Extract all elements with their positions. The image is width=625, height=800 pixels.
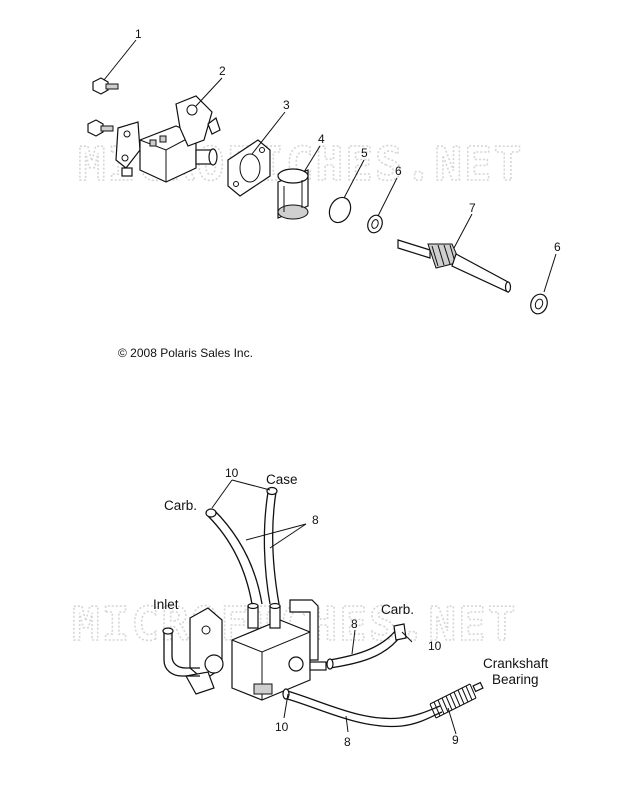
exploded-view-top: 1 2 3 4 5 6 7 6 © 2008 Polaris Sales Inc… xyxy=(87,27,561,360)
drive-shaft-part-7 xyxy=(397,239,512,293)
rotor-part-4 xyxy=(277,168,309,220)
callout-4: 4 xyxy=(318,132,325,146)
copyright-text: © 2008 Polaris Sales Inc. xyxy=(118,346,253,360)
callout-10-carb: 10 xyxy=(428,639,442,653)
hose-carb-right xyxy=(326,623,407,670)
callout-8-upper: 8 xyxy=(312,513,319,527)
label-crankshaft: Crankshaft xyxy=(483,656,549,671)
label-case: Case xyxy=(266,472,298,487)
gasket-part-3 xyxy=(227,139,271,197)
bolt-part-1 xyxy=(87,77,119,137)
hose-crankshaft xyxy=(282,688,443,728)
washer-part-6-lower xyxy=(530,293,548,315)
oil-pump-assembly xyxy=(185,599,327,701)
washer-part-6-upper xyxy=(367,214,383,234)
label-carb-left: Carb. xyxy=(164,498,197,513)
callout-8-carb: 8 xyxy=(351,617,358,631)
callout-6-second: 6 xyxy=(554,240,561,254)
callout-2: 2 xyxy=(219,64,226,78)
o-ring-part-5 xyxy=(328,196,352,224)
label-carb-right: Carb. xyxy=(381,602,414,617)
callout-9: 9 xyxy=(452,733,459,747)
callout-10-upper: 10 xyxy=(225,466,239,480)
leader-lines-top xyxy=(103,39,557,293)
callout-10-lower: 10 xyxy=(275,720,289,734)
callout-1: 1 xyxy=(135,27,142,41)
oil-pump-part-2 xyxy=(115,95,221,183)
label-bearing: Bearing xyxy=(492,672,539,687)
hose-case xyxy=(263,486,280,605)
callout-8-lower: 8 xyxy=(344,735,351,749)
leader-lines-bottom xyxy=(211,479,457,735)
inlet-elbow xyxy=(162,627,200,677)
callout-6: 6 xyxy=(395,164,402,178)
callout-3: 3 xyxy=(283,98,290,112)
spring-part-9 xyxy=(429,681,484,719)
assembly-view-bottom: 10 8 10 8 10 8 9 Case Carb. Carb. Inlet … xyxy=(153,466,549,749)
label-inlet: Inlet xyxy=(153,597,179,612)
hose-carb-left xyxy=(205,508,263,605)
callout-7: 7 xyxy=(469,201,476,215)
callout-5: 5 xyxy=(361,146,368,160)
